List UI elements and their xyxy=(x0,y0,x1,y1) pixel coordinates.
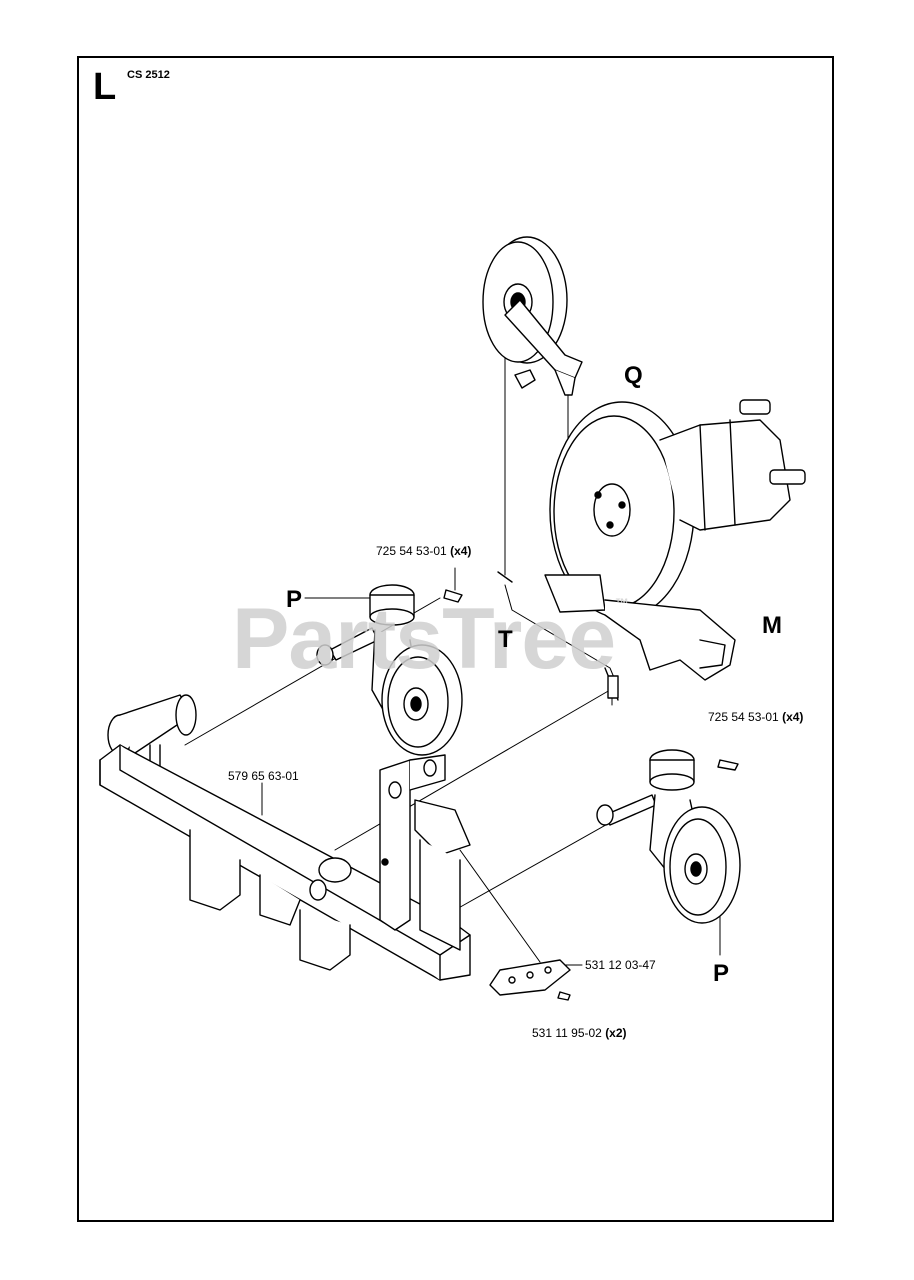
base-frame xyxy=(99,694,471,981)
watermark: PartsTree™ xyxy=(232,595,629,682)
part-number: 531 12 03-47 xyxy=(585,958,656,972)
part-label-bolt-upper: 725 54 53-01 (x4) xyxy=(376,545,471,557)
hose xyxy=(497,571,619,701)
page-border xyxy=(77,56,834,1222)
part-number: 725 54 53-01 xyxy=(708,710,779,724)
callout-p-left: P xyxy=(286,586,303,613)
part-qty: (x4) xyxy=(782,710,804,724)
part-number: 579 65 63-01 xyxy=(228,769,299,783)
part-qty: (x4) xyxy=(450,544,472,558)
part-number: 725 54 53-01 xyxy=(376,544,447,558)
part-number: 531 11 95-02 xyxy=(532,1026,602,1040)
drive-unit xyxy=(544,399,806,681)
watermark-trademark: ™ xyxy=(615,595,629,611)
caster-wheel-top xyxy=(482,236,583,396)
part-label-screw: 531 11 95-02 (x2) xyxy=(532,1027,627,1039)
watermark-text: PartsTree xyxy=(232,591,616,687)
callout-p-right: P xyxy=(713,960,730,987)
callout-t: T xyxy=(498,626,513,653)
model-number: CS 2512 xyxy=(127,69,170,81)
leader-lines xyxy=(184,295,721,966)
caster-wheel-left xyxy=(316,584,463,756)
part-label-bolt-right: 725 54 53-01 (x4) xyxy=(708,711,803,723)
caster-wheel-right xyxy=(596,749,741,924)
part-label-plate: 531 12 03-47 xyxy=(585,959,656,971)
mounting-plate xyxy=(489,959,571,1001)
part-qty: (x2) xyxy=(605,1026,627,1040)
part-label-frame: 579 65 63-01 xyxy=(228,770,299,782)
callout-m: M xyxy=(762,612,782,639)
callout-q: Q xyxy=(624,362,643,389)
section-letter: L xyxy=(93,66,117,108)
